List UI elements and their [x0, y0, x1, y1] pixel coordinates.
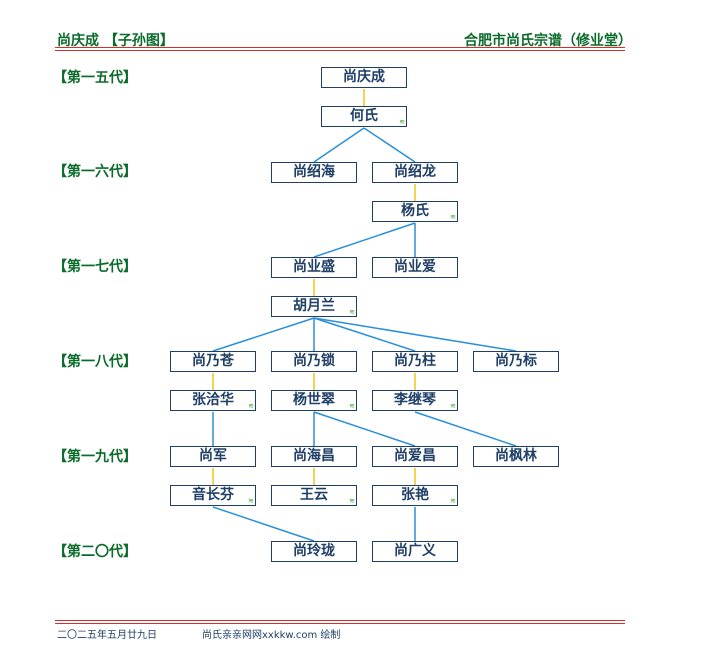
child-line [313, 317, 416, 352]
person-box[interactable]: 尚玲珑 [271, 541, 357, 562]
person-name: 胡月兰 [293, 298, 335, 314]
person-name: 尚乃柱 [394, 353, 436, 369]
footer-date: 二〇二五年五月廿九日 [57, 630, 157, 641]
child-line [414, 411, 517, 447]
generation-label: 【第一八代】 [53, 354, 137, 370]
person-name: 尚军 [199, 448, 227, 464]
person-name: 尚乃苍 [192, 353, 234, 369]
person-box[interactable]: 尚绍海 [271, 162, 357, 183]
person-name: 尚广义 [394, 543, 436, 559]
spouse-box[interactable]: 杨世翠 ≋ [271, 390, 357, 411]
person-name: 尚乃标 [495, 353, 537, 369]
generation-label: 【第二〇代】 [53, 544, 137, 560]
person-name: 杨世翠 [293, 392, 335, 408]
person-name: 音长芬 [192, 487, 234, 503]
person-box[interactable]: 尚乃苍 [170, 351, 256, 372]
spouse-box[interactable]: 张洽华 ≋ [170, 390, 256, 411]
person-name: 尚玲珑 [293, 543, 335, 559]
person-box[interactable]: 尚乃锁 [271, 351, 357, 372]
footer-rule [55, 623, 625, 624]
person-box[interactable]: 尚乃柱 [372, 351, 458, 372]
spouse-box[interactable]: 张艳 ≋ [372, 485, 458, 506]
person-name: 尚绍龙 [394, 164, 436, 180]
person-box[interactable]: 尚乃标 [473, 351, 559, 372]
child-line [313, 411, 416, 447]
spouse-mark-icon: ≋ [399, 118, 405, 126]
person-box[interactable]: 尚庆成 [321, 67, 407, 88]
child-line [212, 317, 315, 352]
spouse-box[interactable]: 音长芬 ≋ [170, 485, 256, 506]
person-name: 尚业爱 [394, 259, 436, 275]
spouse-mark-icon: ≋ [450, 497, 456, 505]
spouse-box[interactable]: 胡月兰 ≋ [271, 296, 357, 317]
footer-rule [55, 620, 625, 621]
person-name: 尚枫林 [495, 448, 537, 464]
generation-label: 【第一五代】 [53, 70, 137, 86]
child-line [363, 127, 416, 163]
person-name: 张艳 [401, 487, 429, 503]
person-box[interactable]: 尚军 [170, 446, 256, 467]
person-name: 尚绍海 [293, 164, 335, 180]
person-box[interactable]: 尚枫林 [473, 446, 559, 467]
person-box[interactable]: 尚业爱 [372, 257, 458, 278]
person-name: 张洽华 [192, 392, 234, 408]
spouse-mark-icon: ≋ [248, 497, 254, 505]
child-line [313, 127, 365, 163]
person-name: 尚爱昌 [394, 448, 436, 464]
child-line [212, 506, 315, 542]
person-box[interactable]: 尚海昌 [271, 446, 357, 467]
spouse-mark-icon: ≋ [450, 402, 456, 410]
spouse-box[interactable]: 杨氏 ≋ [372, 201, 458, 222]
person-box[interactable]: 尚绍龙 [372, 162, 458, 183]
spouse-mark-icon: ≋ [349, 308, 355, 316]
spouse-mark-icon: ≋ [349, 497, 355, 505]
person-name: 何氏 [350, 108, 378, 124]
child-line [313, 317, 517, 352]
person-name: 王云 [300, 487, 328, 503]
child-line [313, 222, 416, 258]
spouse-box[interactable]: 何氏 ≋ [321, 106, 407, 127]
person-box[interactable]: 尚业盛 [271, 257, 357, 278]
generation-label: 【第一九代】 [53, 449, 137, 465]
generation-label: 【第一六代】 [53, 164, 137, 180]
generation-label: 【第一七代】 [53, 259, 137, 275]
person-box[interactable]: 尚广义 [372, 541, 458, 562]
spouse-box[interactable]: 王云 ≋ [271, 485, 357, 506]
person-name: 尚海昌 [293, 448, 335, 464]
person-name: 李继琴 [394, 392, 436, 408]
person-name: 尚业盛 [293, 259, 335, 275]
chart-title: 尚庆成 【子孙图】 [57, 33, 174, 49]
footer-credit: 尚氏亲亲网网xxkkw.com 绘制 [202, 630, 341, 641]
spouse-mark-icon: ≋ [349, 402, 355, 410]
spouse-mark-icon: ≋ [450, 213, 456, 221]
spouse-mark-icon: ≋ [248, 402, 254, 410]
person-name: 尚庆成 [343, 69, 385, 85]
person-name: 尚乃锁 [293, 353, 335, 369]
spouse-box[interactable]: 李继琴 ≋ [372, 390, 458, 411]
header-rule [55, 50, 625, 51]
genealogy-title: 合肥市尚氏宗谱（修业堂） [464, 33, 632, 49]
person-box[interactable]: 尚爱昌 [372, 446, 458, 467]
header-rule [55, 47, 625, 48]
person-name: 杨氏 [401, 203, 429, 219]
